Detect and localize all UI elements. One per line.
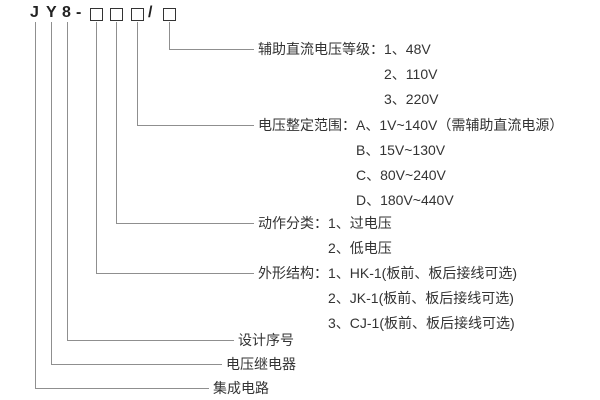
label-aux-voltage-opt3: 3、220V (384, 91, 439, 107)
connector-vline-y (51, 22, 52, 364)
label-action-opt2: 2、低电压 (328, 240, 392, 256)
connector-hline-action (116, 223, 254, 224)
connector-hline-range (137, 125, 254, 126)
connector-hline-aux (169, 49, 254, 50)
model-char-dash: - (76, 4, 82, 21)
connector-hline-structure (96, 273, 254, 274)
connector-vline-8 (67, 22, 68, 340)
model-char-8: 8 (62, 4, 71, 21)
connector-vline-structure (96, 22, 97, 273)
model-char-slash: / (148, 4, 153, 21)
label-action-title: 动作分类：1、过电压 (258, 215, 392, 231)
label-design-serial: 设计序号 (238, 332, 294, 348)
label-range-optC: C、80V~240V (356, 167, 446, 183)
label-structure-opt2: 2、JK-1(板前、板后接线可选) (328, 290, 514, 306)
connector-hline-design (67, 340, 234, 341)
connector-vline-range (137, 22, 138, 125)
label-range-optD: D、180V~440V (356, 192, 454, 208)
label-aux-voltage-title: 辅助直流电压等级：1、48V (258, 41, 431, 57)
model-box-structure (90, 8, 103, 21)
connector-vline-aux (169, 22, 170, 49)
model-char-y: Y (46, 4, 57, 21)
connector-vline-j (35, 22, 36, 388)
label-range-optB: B、15V~130V (356, 142, 446, 158)
model-box-action (110, 8, 123, 21)
label-range-title: 电压整定范围：A、1V~140V（需辅助直流电源） (258, 117, 564, 133)
label-structure-opt3: 3、CJ-1(板前、板后接线可选) (328, 315, 515, 331)
connector-vline-action (116, 22, 117, 223)
model-box-aux (163, 8, 176, 21)
label-aux-voltage-opt2: 2、110V (384, 66, 438, 82)
label-structure-title: 外形结构：1、HK-1(板前、板后接线可选) (258, 265, 518, 281)
model-char-j: J (30, 4, 39, 21)
label-integrated-circuit: 集成电路 (213, 380, 269, 396)
model-box-range (131, 8, 144, 21)
connector-hline-relay (51, 364, 222, 365)
connector-hline-ic (35, 388, 209, 389)
label-voltage-relay: 电压继电器 (226, 356, 296, 372)
